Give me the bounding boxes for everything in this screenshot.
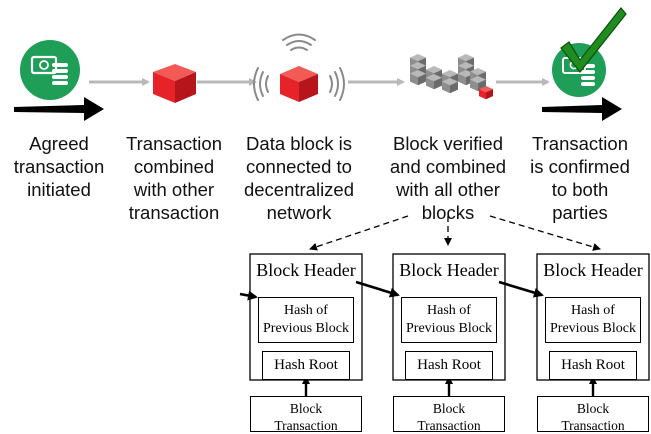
- direction-arrow-icon: [14, 97, 104, 121]
- block-header-label: Block Header: [543, 260, 643, 280]
- money-coins-checkmark-icon: [552, 7, 627, 97]
- hash-root: Hash Root: [405, 351, 493, 380]
- red-cube-icon: [153, 64, 196, 103]
- dashed-arrow-right: [489, 215, 601, 251]
- block-transaction-1: Block Transaction: [250, 396, 362, 433]
- block-header-label: Block Header: [399, 260, 499, 280]
- money-coins-icon: [20, 40, 80, 100]
- block-transaction-3: Block Transaction: [537, 396, 649, 433]
- direction-arrow-icon: [542, 97, 622, 121]
- checkmark-icon: [560, 7, 627, 73]
- previous-block-hash: Hash of Previous Block: [401, 297, 497, 343]
- chain-arrow-1-2: [355, 280, 400, 298]
- block-stack-icon: [410, 54, 493, 100]
- step-label-confirmed: Transaction is confirmed to both parties: [530, 133, 630, 223]
- previous-block-hash: Hash of Previous Block: [258, 297, 354, 343]
- previous-block-hash: Hash of Previous Block: [545, 297, 641, 343]
- step-label-initiated: Agreed transaction initiated: [13, 133, 105, 200]
- dashed-arrow-left: [309, 215, 409, 251]
- block-transaction-2: Block Transaction: [393, 396, 505, 433]
- step-label-combined: Transaction combined with other transact…: [126, 133, 222, 223]
- broadcasting-cube-icon: [253, 33, 345, 102]
- hash-root: Hash Root: [262, 351, 350, 380]
- step-label-connected: Data block is connected to decentralized…: [243, 133, 355, 223]
- chain-arrow-incoming: [239, 290, 258, 301]
- step-label-verified: Block verified and combined with all oth…: [389, 133, 507, 223]
- block-header-label: Block Header: [256, 260, 356, 280]
- hash-root: Hash Root: [549, 351, 637, 380]
- chain-arrow-2-3: [498, 280, 544, 298]
